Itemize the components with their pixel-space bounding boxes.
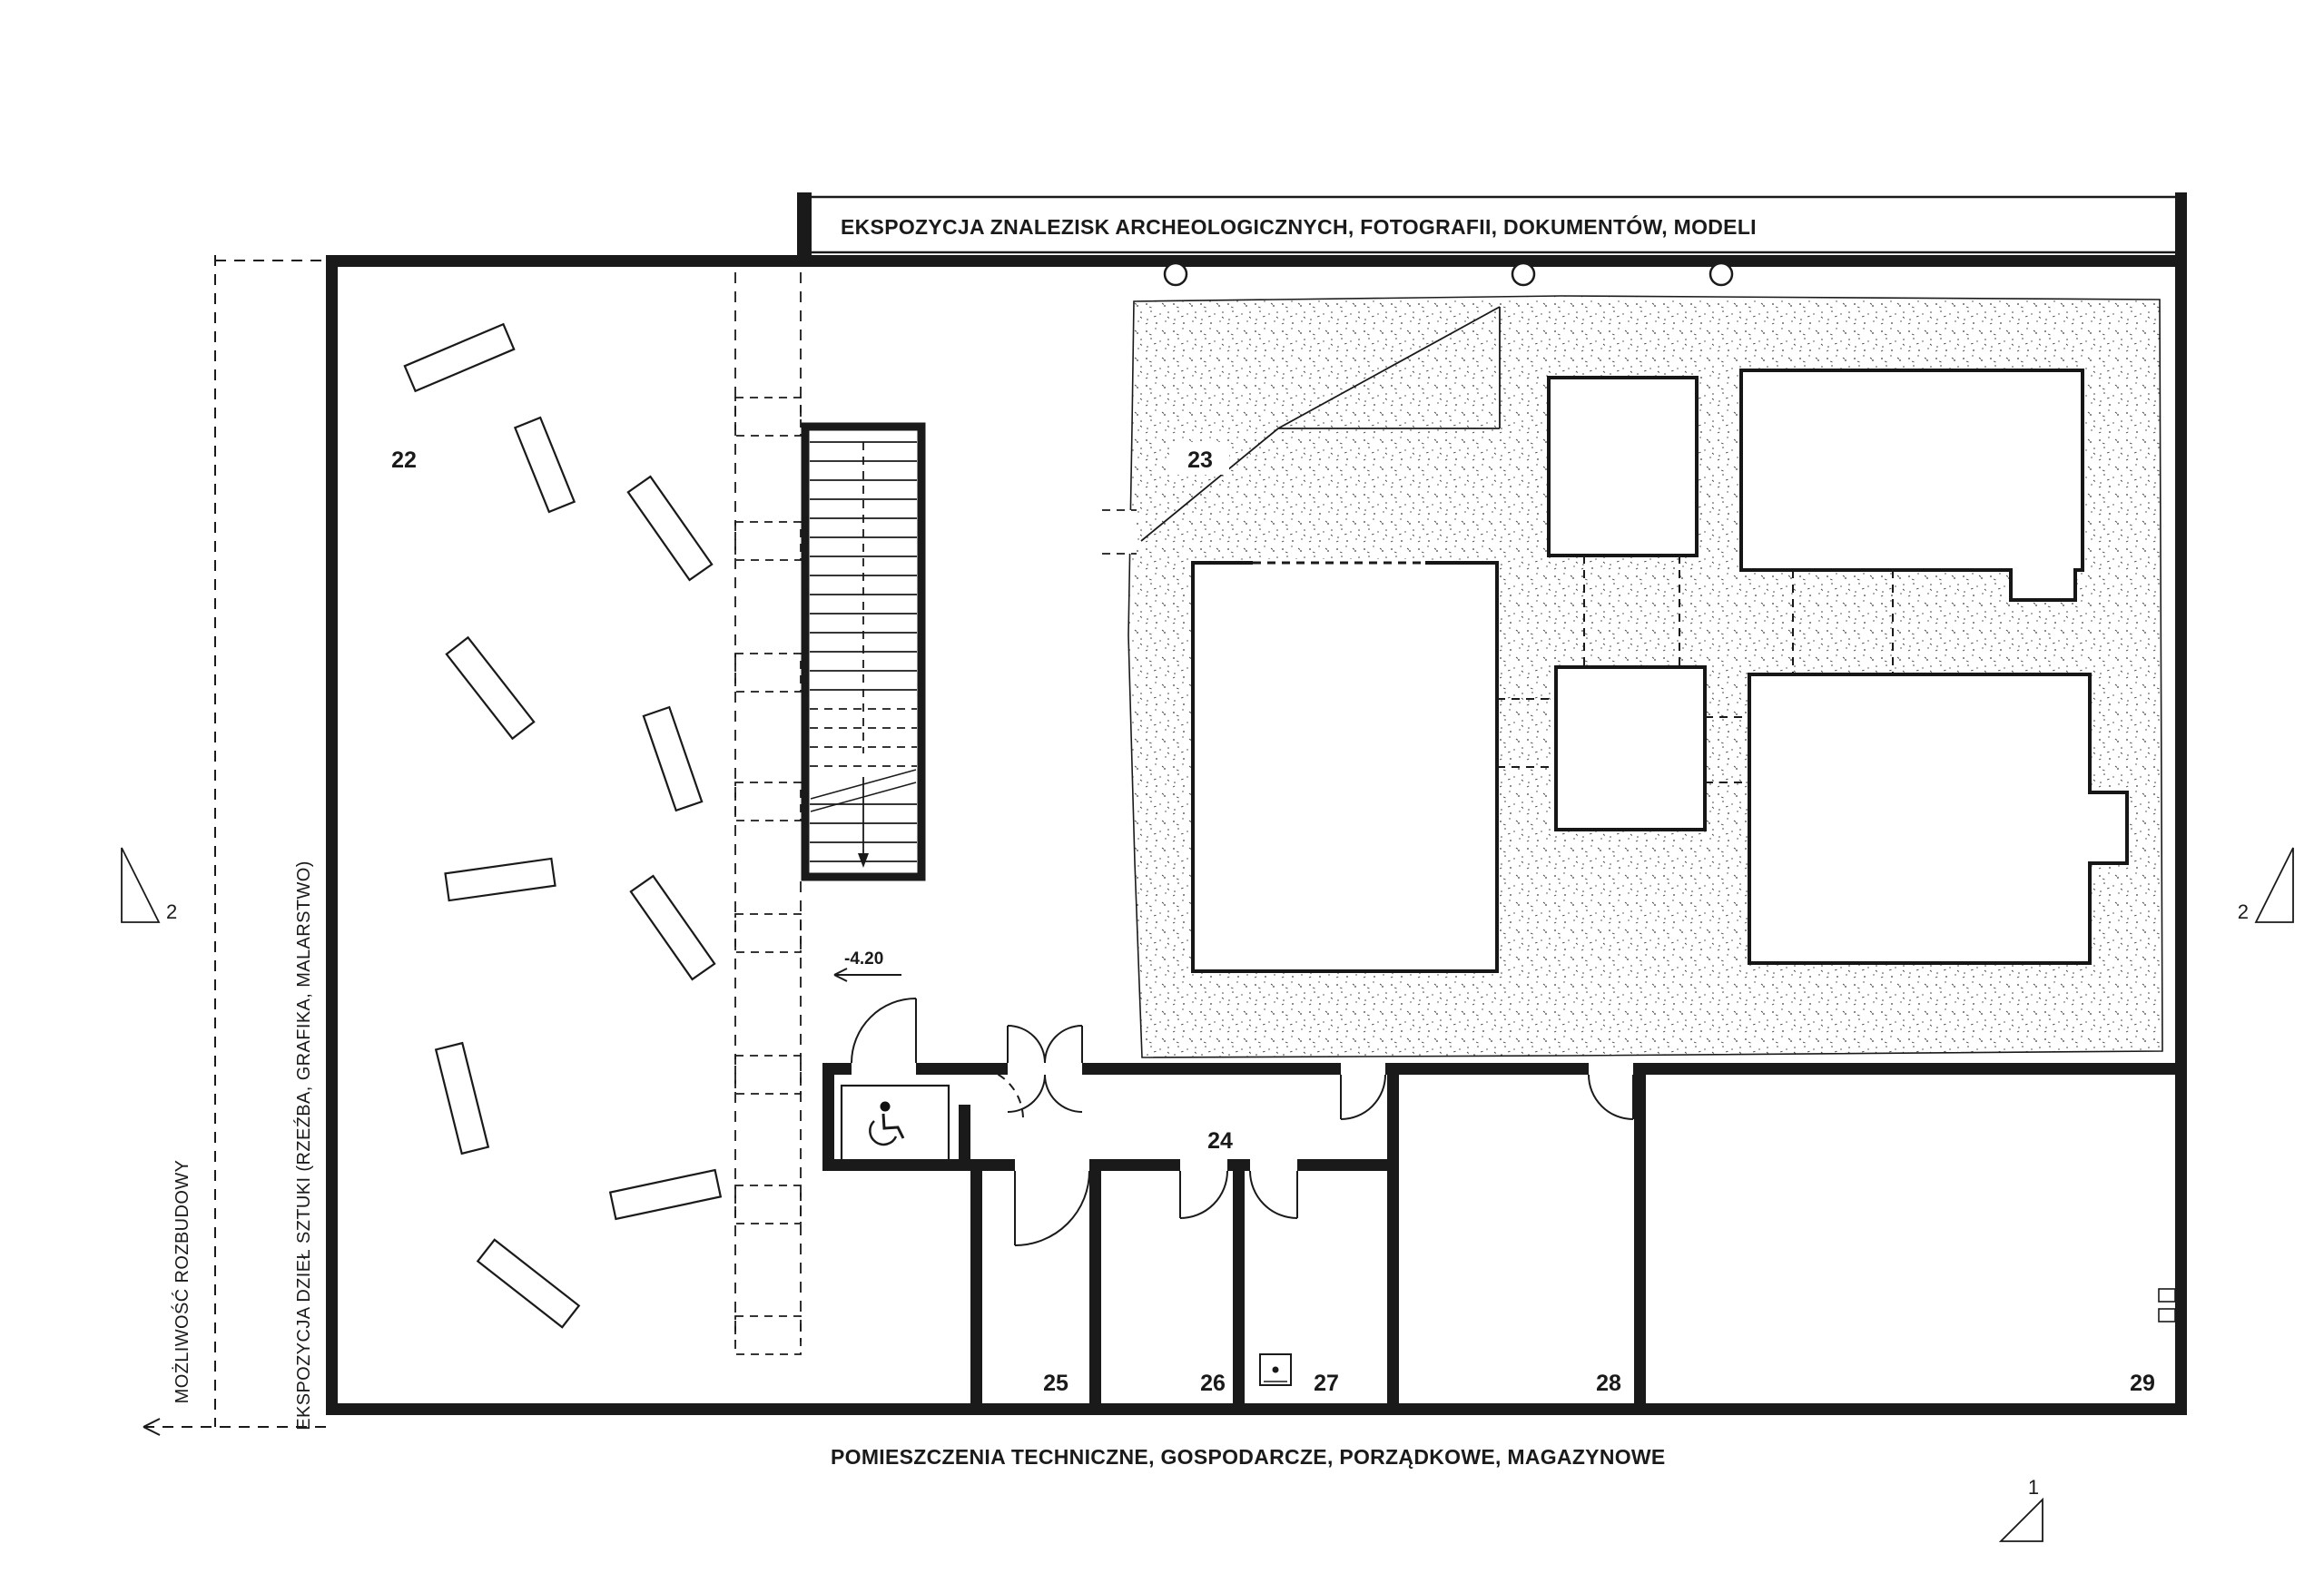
door-swing: [1588, 1074, 1634, 1120]
excavated-room-b: [1547, 376, 1699, 557]
room-labels: 22 23 24 25 26 27 28 29: [391, 442, 2155, 1396]
expansion-boundary: [143, 255, 326, 1436]
expansion-label: MOŻLIWOŚĆ ROZBUDOWY: [171, 1160, 192, 1404]
exhibit-block: [445, 635, 536, 741]
door-swing: [1007, 1074, 1083, 1113]
door-swing: [1007, 1025, 1046, 1064]
level-marker: -4.20: [833, 949, 901, 982]
room-label-22: 22: [391, 447, 417, 473]
excavated-rooms: [1191, 369, 2129, 973]
door-swing: [851, 998, 917, 1064]
exhibit-block: [642, 705, 704, 812]
exhibit-block: [626, 475, 714, 582]
top-band-label: EKSPOZYCJA ZNALEZISK ARCHEOLOGICZNYCH, F…: [841, 214, 1757, 239]
skylight-circle: [1709, 261, 1734, 287]
room-label-26: 26: [1200, 1371, 1226, 1396]
room-label-27: 27: [1314, 1371, 1339, 1396]
floor-drain-fixture: [1259, 1353, 1292, 1386]
interior-walls: [822, 1063, 2175, 1403]
door-swing: [1179, 1170, 1228, 1219]
level-marker-label: -4.20: [844, 949, 883, 969]
expansion-arrow-icon: [143, 1418, 161, 1436]
door-swing: [1340, 1074, 1386, 1120]
excavated-room-c: [1739, 369, 2084, 602]
skylight-circle: [1163, 261, 1188, 287]
room-label-29: 29: [2130, 1371, 2155, 1396]
section-marker-bottom: 1: [1998, 1476, 2043, 1542]
exhibit-block: [629, 874, 716, 981]
art-exhibition-label: EKSPOZYCJA DZIEŁ SZTUKI (RZEŹBA, GRAFIKA…: [293, 860, 314, 1431]
excavated-room-d: [1554, 665, 1707, 831]
expansion-label-group: MOŻLIWOŚĆ ROZBUDOWY EKSPOZYCJA DZIEŁ SZT…: [171, 860, 314, 1431]
main-walls: [326, 192, 2187, 1415]
exhibit-block: [403, 322, 516, 393]
void-edge: [734, 272, 802, 1355]
door-swing: [1249, 1170, 1298, 1219]
room-label-24: 24: [1207, 1128, 1233, 1154]
stair-direction-arrow-icon: [858, 853, 869, 868]
excavated-room-e: [1748, 673, 2129, 965]
wall-niche: [2158, 1288, 2176, 1323]
section-marker-right: 2: [2238, 847, 2294, 923]
exhibit-block: [476, 1238, 581, 1329]
exhibit-block: [608, 1168, 723, 1221]
bottom-band-label: POMIESZCZENIA TECHNICZNE, GOSPODARCZE, P…: [831, 1445, 1666, 1469]
skylight-circle: [1511, 261, 1536, 287]
section-marker-right-label: 2: [2238, 900, 2249, 923]
lift: [840, 1084, 950, 1167]
doors: [851, 998, 1634, 1246]
exhibit-block: [444, 857, 556, 902]
exhibit-block: [513, 416, 576, 514]
exhibit-blocks: [403, 322, 723, 1329]
room-label-28: 28: [1596, 1371, 1621, 1396]
room-label-25: 25: [1043, 1371, 1068, 1396]
section-marker-bottom-label: 1: [2028, 1476, 2039, 1499]
section-marker-left: 2: [121, 847, 177, 923]
excavated-room-a: [1191, 561, 1499, 973]
stair: [801, 422, 926, 881]
exhibit-block: [434, 1041, 490, 1155]
wheelchair-icon: [869, 1101, 905, 1146]
door-swing: [1014, 1170, 1090, 1246]
section-marker-left-label: 2: [166, 900, 177, 923]
room-label-23: 23: [1187, 447, 1213, 473]
door-swing: [1044, 1025, 1083, 1064]
top-band: EKSPOZYCJA ZNALEZISK ARCHEOLOGICZNYCH, F…: [812, 195, 2175, 254]
skylight-circles: [1163, 261, 1734, 287]
